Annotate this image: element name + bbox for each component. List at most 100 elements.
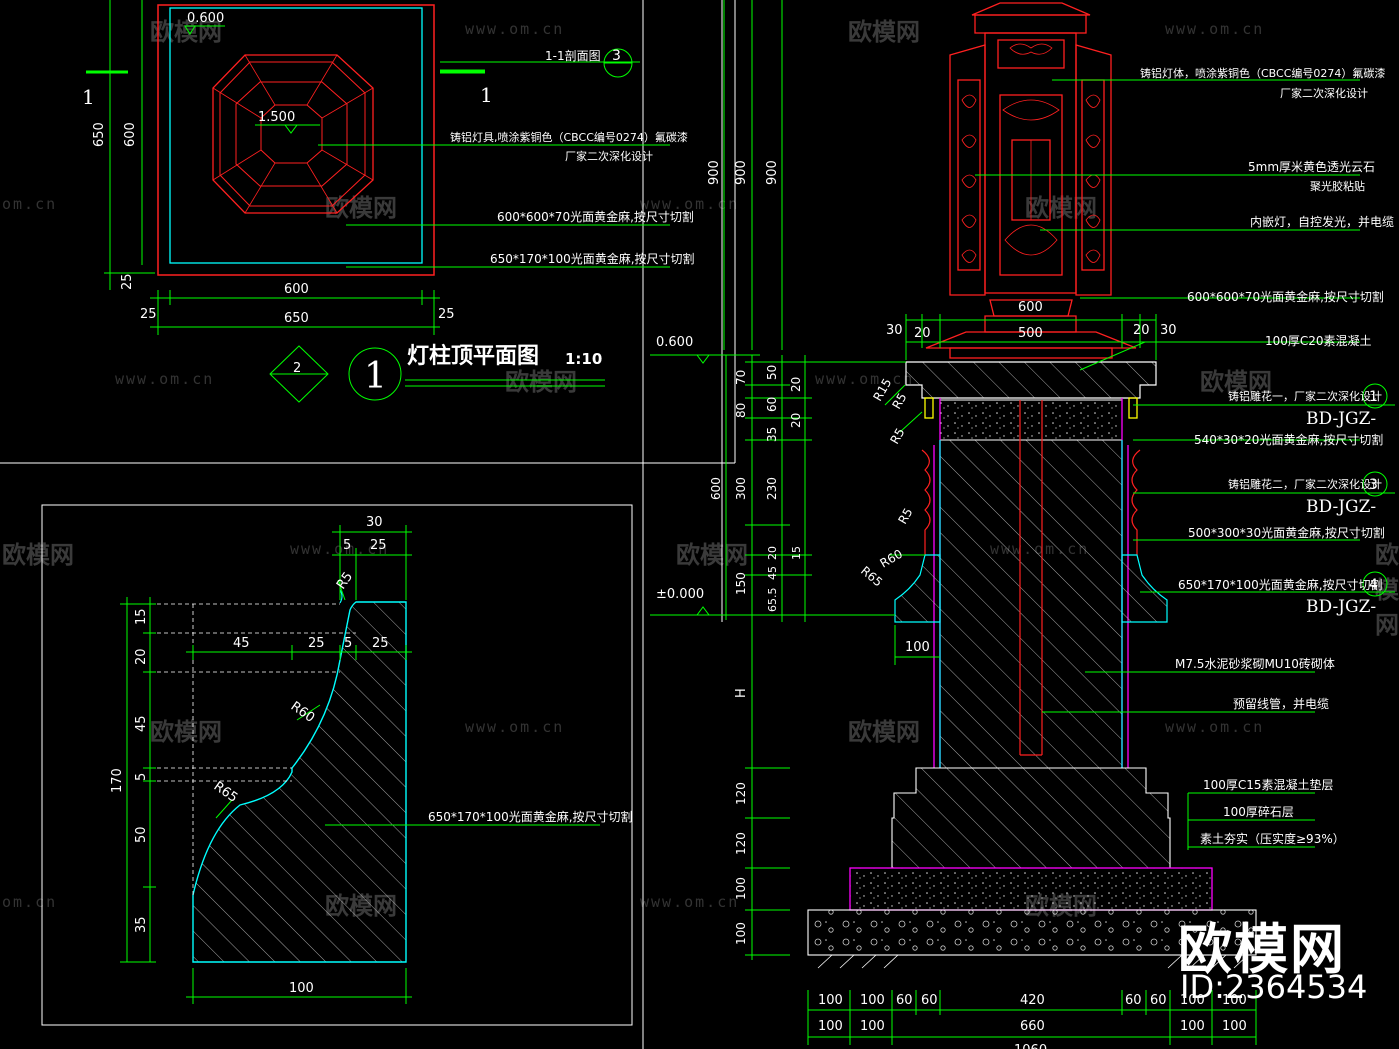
dim-b100-c: 100 — [1180, 993, 1205, 1008]
note-inner-lamp: 内嵌灯，自控发光，并电缆 — [1250, 214, 1394, 229]
radius-r5-b: R5 — [887, 426, 907, 447]
detail-r5: R5 — [334, 570, 356, 593]
note-c15: 100厚C15素混凝土垫层 — [1203, 777, 1334, 792]
plan-note3: 650*170*100光面黄金麻,按尺寸切割 — [490, 251, 695, 266]
detail-d45v: 45 — [134, 715, 149, 732]
watermark: 欧模网 — [325, 194, 397, 222]
plan-note1: 铸铝灯具,喷涂紫铜色（CBCC编号0274）氟碳漆 — [450, 130, 688, 144]
detail-d5b: 5 — [344, 636, 352, 651]
dim-300: 300 — [734, 477, 748, 500]
dim-w600: 600 — [1018, 300, 1043, 315]
radius-r5-a: R5 — [889, 391, 909, 412]
watermark-url: www.om.cn — [1165, 20, 1265, 38]
dim-c100-a: 100 — [818, 1019, 843, 1034]
detail-d30: 30 — [366, 515, 383, 530]
brick-column — [939, 439, 1123, 769]
dim-w500: 500 — [1018, 326, 1043, 341]
dim-60: 60 — [765, 397, 779, 412]
note-c20: 100厚C20素混凝土 — [1265, 333, 1372, 348]
dim-45: 45 — [766, 566, 779, 580]
dim-w30-a: 30 — [886, 323, 903, 338]
watermark-id: ID:2364534 — [1180, 968, 1368, 1006]
lamp-post-section: 900 900 900 0.600 ±0.000 70 80 50 20 60 … — [650, 0, 1395, 1049]
plan-dim-25v: 25 — [120, 273, 135, 290]
plan-note1b: 厂家二次深化设计 — [565, 149, 653, 163]
cap-stone — [905, 361, 1157, 399]
sheet-borders — [0, 0, 736, 1049]
watermark-url: www.om.cn — [465, 20, 565, 38]
section-title: 1-1剖面图 — [545, 49, 601, 63]
plan-tri-num: 2 — [293, 361, 301, 376]
watermark-url: om.cn — [2, 195, 58, 213]
note-conduit: 预留线管，并电缆 — [1233, 696, 1329, 711]
detail-num-4: 4 — [1369, 577, 1378, 593]
plan-scale: 1:10 — [565, 350, 602, 368]
dim-b420: 420 — [1020, 993, 1045, 1008]
note-brick: M7.5水泥砂浆砌MU10砖砌体 — [1175, 656, 1335, 671]
dim-b100-d: 100 — [1222, 993, 1247, 1008]
watermark-url: www.om.cn — [115, 370, 215, 388]
dim-b100-a: 100 — [818, 993, 843, 1008]
radius-r5-c: R5 — [895, 506, 915, 527]
watermark-url: www.om.cn — [815, 370, 915, 388]
plan-dim-650h: 650 — [284, 311, 309, 326]
dim-b60-a: 60 — [896, 993, 913, 1008]
note-gravel: 100厚碎石层 — [1223, 804, 1294, 819]
dim-900-b: 900 — [734, 160, 749, 185]
watermark: 欧模网 — [848, 18, 920, 46]
detail-tag-1[interactable]: BD-JGZ- — [1306, 409, 1376, 429]
note-granite-500: 500*300*30光面黄金麻,按尺寸切割 — [1188, 525, 1385, 540]
detail-tag-3[interactable]: BD-JGZ- — [1306, 497, 1376, 517]
watermark: 欧模网 — [1200, 368, 1272, 396]
watermark-url: www.om.cn — [1165, 718, 1265, 736]
dim-b60-c: 60 — [1125, 993, 1142, 1008]
watermark: 欧模网 — [505, 368, 577, 396]
dim-230: 230 — [765, 477, 779, 500]
watermark: 欧模网 — [1375, 541, 1399, 639]
plan-title: 灯柱顶平面图 — [407, 344, 539, 369]
detail-d5v: 5 — [134, 773, 149, 781]
dim-w30-b: 30 — [1160, 323, 1177, 338]
watermark: 欧模网 — [676, 541, 748, 569]
note-granite-650: 650*170*100光面黄金麻,按尺寸切割 — [1178, 577, 1383, 592]
dim-900-a: 900 — [707, 160, 722, 185]
watermark: 欧模网 — [848, 718, 920, 746]
plan-dim-25r: 25 — [438, 307, 455, 322]
concrete-slab — [939, 399, 1123, 441]
dim-20-d: 20 — [766, 546, 779, 560]
dim-h: H — [734, 688, 749, 698]
detail-d35: 35 — [134, 916, 149, 933]
dim-600: 600 — [709, 477, 723, 500]
detail-tag-4[interactable]: BD-JGZ- — [1306, 597, 1376, 617]
note-granite-540: 540*30*20光面黄金麻,按尺寸切割 — [1194, 432, 1383, 447]
watermark: 欧模网 — [150, 718, 222, 746]
radius-r60: R60 — [878, 547, 905, 571]
dim-120-a: 120 — [734, 782, 748, 805]
elev-0000: ±0.000 — [656, 587, 704, 602]
note-lamp-body-b: 厂家二次深化设计 — [1280, 86, 1368, 100]
dim-20-a: 20 — [789, 377, 803, 392]
dim-120-b: 120 — [734, 832, 748, 855]
dim-80: 80 — [734, 403, 748, 418]
plan-dim-600h: 600 — [284, 282, 309, 297]
lamp-top-plan: 0.600 1.500 1 1 1-1剖面图 3 铸铝灯具,喷涂紫铜色（CBCC… — [82, 0, 695, 403]
detail-d45: 45 — [233, 636, 250, 651]
detail-d20: 20 — [134, 648, 149, 665]
dim-15: 15 — [790, 546, 803, 560]
base-molding-left — [894, 554, 941, 623]
detail-d5: 5 — [343, 538, 351, 553]
detail-d25: 25 — [370, 538, 387, 553]
watermark-url: www.om.cn — [640, 893, 740, 911]
dim-655: 65.5 — [766, 588, 779, 613]
watermark-logo: 欧模网 — [1178, 918, 1346, 981]
note-carving-2: 铸铝雕花二，厂家二次深化设计 — [1228, 477, 1382, 491]
plan-dim-25l: 25 — [140, 307, 157, 322]
detail-num-1: 1 — [1369, 389, 1378, 405]
dim-35: 35 — [765, 427, 779, 442]
plan-dim-650v: 650 — [92, 122, 107, 147]
plan-elev: 0.600 — [187, 11, 224, 26]
watermark: 欧模网 — [2, 541, 74, 569]
note-onyx: 5mm厚米黄色透光云石 — [1248, 160, 1375, 174]
